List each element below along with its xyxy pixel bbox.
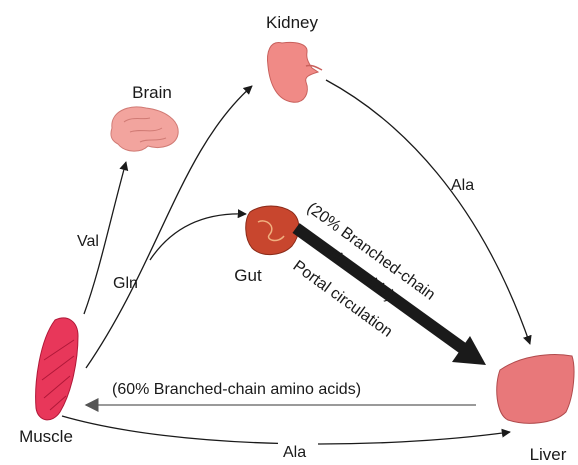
kidney-icon bbox=[267, 41, 323, 103]
muscle-to-brain-arrow bbox=[83, 161, 129, 315]
kidney-to-liver-arrow bbox=[325, 79, 532, 345]
muscle-icon bbox=[35, 317, 79, 421]
gut-icon bbox=[245, 205, 300, 255]
brain-label: Brain bbox=[132, 83, 172, 102]
gut-label: Gut bbox=[234, 266, 262, 285]
muscle-to-gut-arrow bbox=[149, 209, 247, 261]
liver-bcaa-note: (60% Branched-chain amino acids) bbox=[112, 381, 361, 398]
muscle-label: Muscle bbox=[19, 427, 73, 446]
ala-label-bg bbox=[278, 442, 318, 462]
liver-icon bbox=[496, 354, 575, 424]
brain-icon bbox=[110, 106, 179, 152]
portal-circulation-arrow-head bbox=[452, 336, 486, 365]
gln-label: Gln bbox=[113, 275, 138, 292]
portal-circulation-arrow-shaft bbox=[292, 223, 472, 357]
ala-kidney-liver-label: Ala bbox=[451, 177, 474, 194]
ala-muscle-liver-label: Ala bbox=[283, 444, 306, 461]
val-label: Val bbox=[77, 233, 99, 250]
muscle-to-kidney-arrow bbox=[85, 85, 253, 369]
liver-label: Liver bbox=[530, 445, 567, 464]
kidney-label: Kidney bbox=[266, 13, 318, 32]
muscle-to-liver-arrow bbox=[61, 415, 511, 445]
